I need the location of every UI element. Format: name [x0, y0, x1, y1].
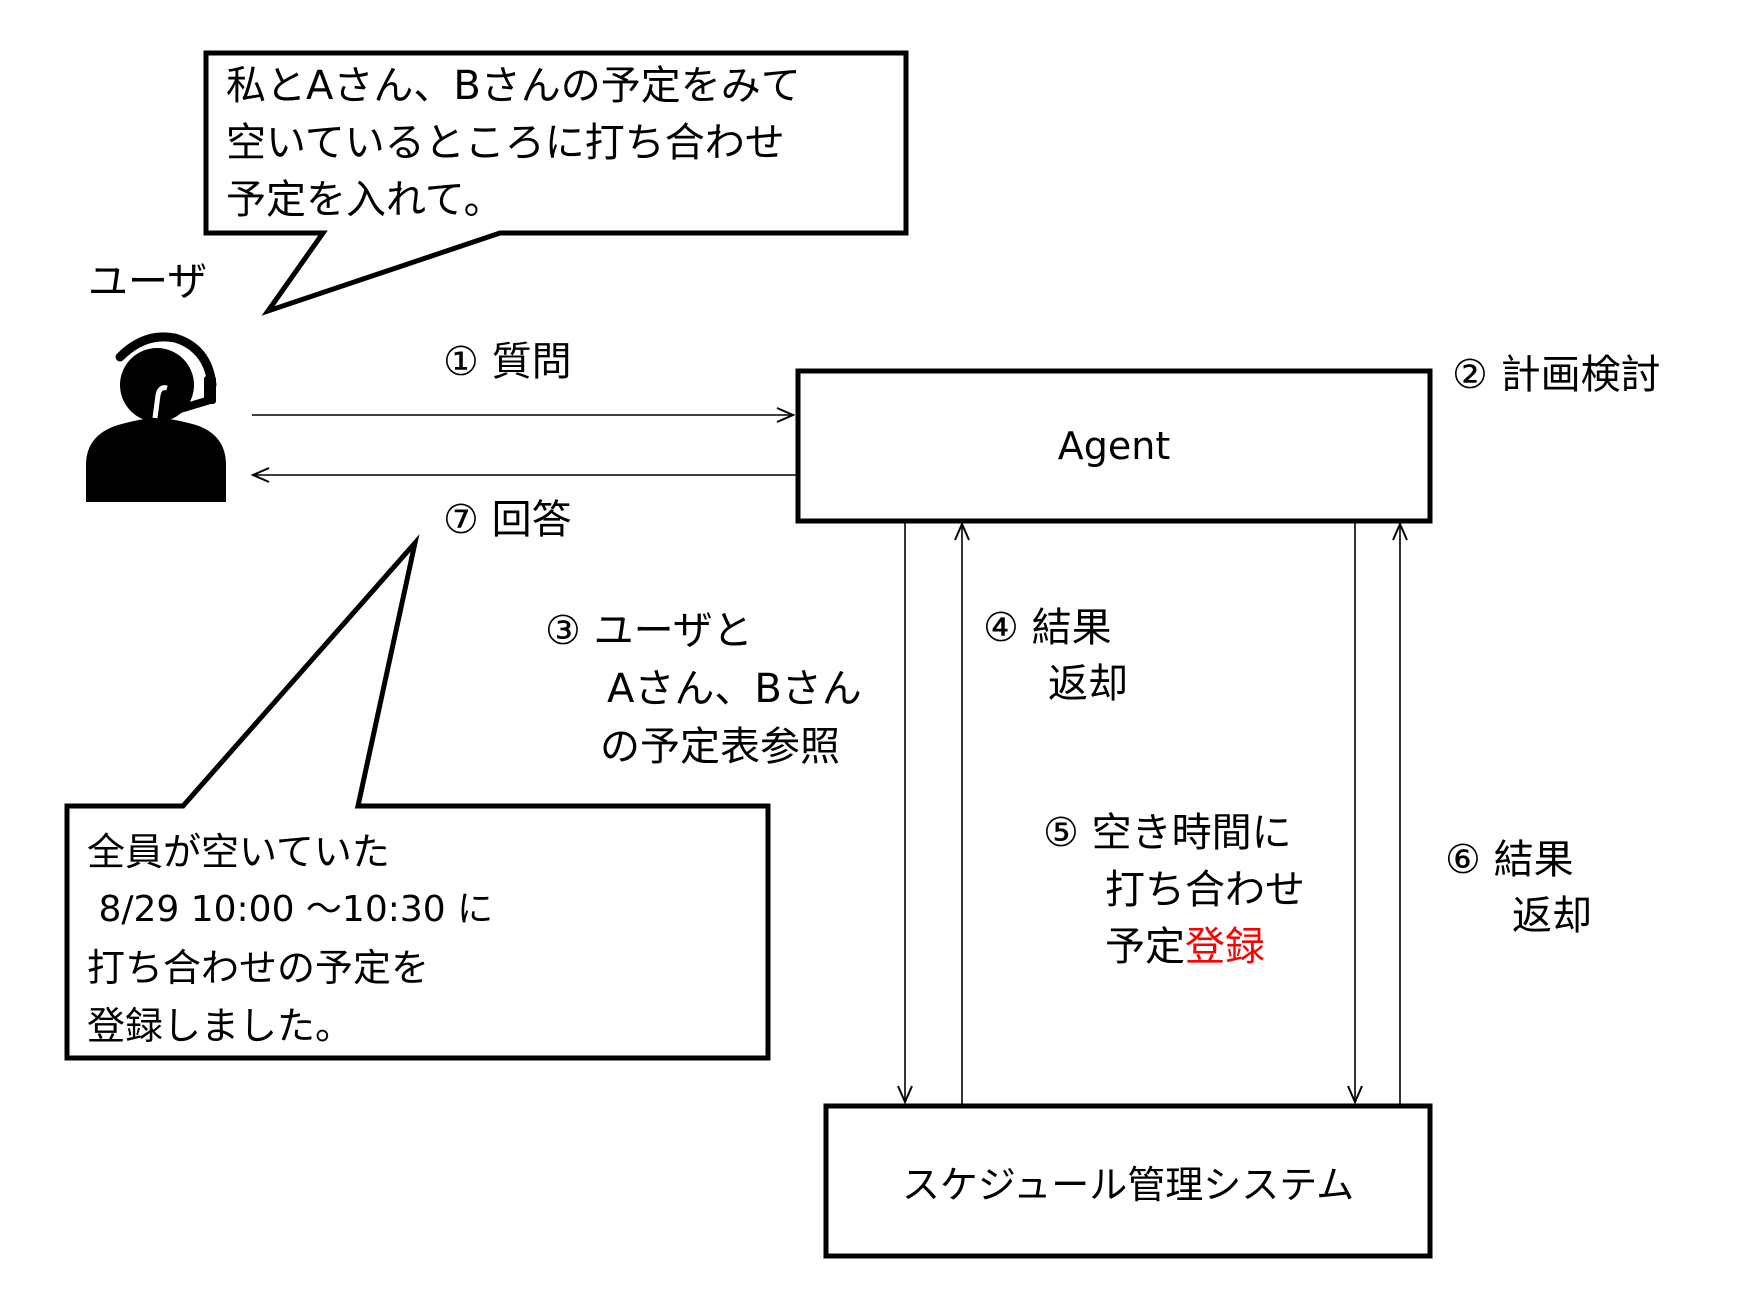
request-speech-bubble [203, 50, 909, 316]
step-3-line: の予定表参照 [600, 724, 840, 770]
agent-box [795, 368, 1433, 524]
user-label: ユーザ [88, 259, 208, 305]
step-7-text: 回答 [491, 497, 572, 543]
step-5-label: ⑤ 空き時間に 打ち合わせ 予定登録 [1043, 805, 1305, 976]
step-3-label: ③ ユーザと Aさん、Bさん の予定表参照 [545, 602, 862, 776]
step-1-label: ① 質問 [443, 342, 572, 382]
step-6-number: ⑥ [1445, 837, 1481, 883]
request-bubble-text: 私とAさん、Bさんの予定をみて 空いているところに打ち合わせ 予定を入れて。 [226, 58, 801, 229]
step-4-line: 結果 [1031, 605, 1112, 651]
step-4-number: ④ [983, 605, 1019, 651]
headset-band [115, 332, 217, 390]
step-6-line: 結果 [1493, 837, 1574, 883]
step-2-label: ② 計画検討 [1452, 355, 1661, 395]
step-5-line: 空き時間に [1091, 810, 1292, 856]
step-5-number: ⑤ [1043, 810, 1079, 856]
step-6-label: ⑥ 結果 返却 [1445, 832, 1592, 944]
step-4-label: ④ 結果 返却 [983, 600, 1128, 712]
headset-mic [166, 396, 214, 416]
step-3-number: ③ [545, 608, 581, 654]
step-3-line: ユーザと [593, 608, 753, 654]
response-line: 全員が空いていた [87, 830, 390, 874]
step-1-text: 質問 [491, 339, 572, 385]
step-5-line: 打ち合わせ [1105, 867, 1305, 913]
request-line: 予定を入れて。 [226, 177, 504, 223]
request-line: 私とAさん、Bさんの予定をみて [226, 63, 801, 109]
agent-label: Agent [1057, 424, 1171, 468]
response-speech-bubble [64, 534, 771, 1061]
schedule-system-label: スケジュール管理システム [901, 1162, 1355, 1207]
step-2-text: 計画検討 [1500, 352, 1661, 398]
step-7-label: ⑦ 回答 [443, 500, 572, 540]
step-7-number: ⑦ [443, 497, 479, 543]
step-4-line: 返却 [1048, 661, 1128, 707]
headset-user-icon [86, 332, 226, 502]
response-line: 登録しました。 [87, 1004, 354, 1048]
user-body [86, 418, 226, 502]
response-bubble-text: 全員が空いていた 8/29 10:00 〜10:30 に 打ち合わせの予定を 登… [87, 823, 493, 1055]
schedule-system-box [823, 1103, 1433, 1259]
step-6-line: 返却 [1512, 893, 1592, 939]
step-5-highlight: 登録 [1185, 924, 1265, 970]
response-line: 打ち合わせの予定を [87, 946, 430, 990]
step-5-line: 予定 [1105, 924, 1185, 970]
request-line: 空いているところに打ち合わせ [226, 120, 785, 166]
step-1-number: ① [443, 339, 479, 385]
user-head [120, 348, 194, 422]
response-line: 8/29 10:00 〜10:30 に [87, 889, 494, 930]
step-2-number: ② [1452, 352, 1488, 398]
step-3-line: Aさん、Bさん [607, 666, 862, 712]
